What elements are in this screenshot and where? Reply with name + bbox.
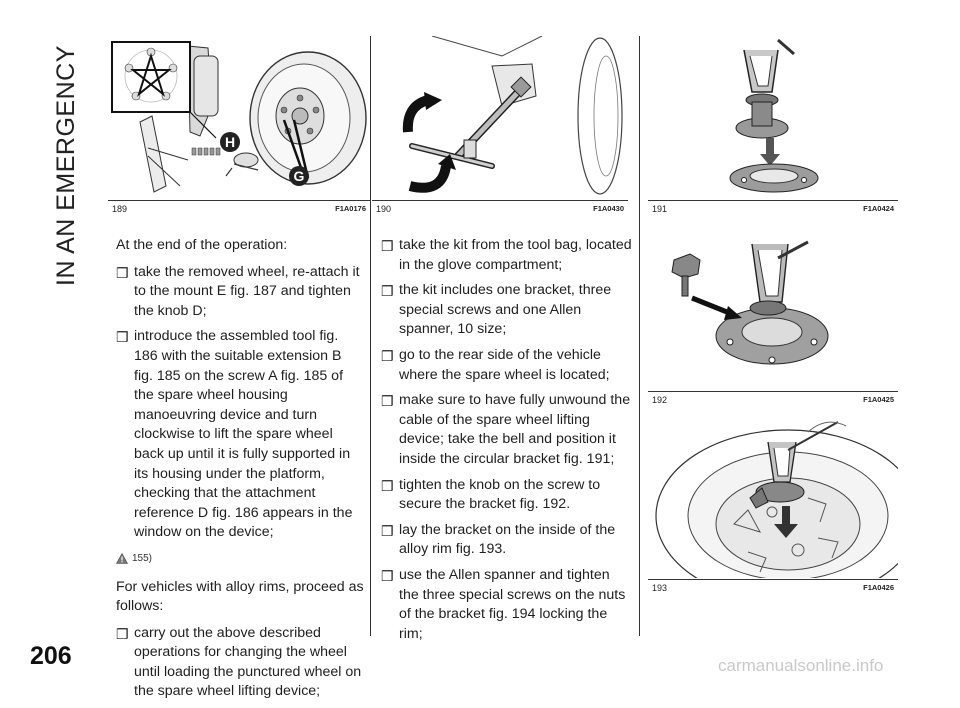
bullet-checkbox-icon: ❒ (116, 625, 129, 642)
figure-caption-189: 189 F1A0176 (108, 204, 370, 216)
bullet-checkbox-icon: ❒ (381, 238, 394, 254)
figure-label-H: H (225, 134, 235, 150)
figure-number: 190 (376, 204, 392, 214)
figure-192 (648, 218, 898, 390)
column-rule-1 (370, 36, 371, 636)
figure-rule-191 (648, 200, 898, 201)
bullet-checkbox-icon: ❒ (381, 283, 394, 300)
column-rule-2 (639, 36, 640, 636)
watermark: carmanualsonline.info (718, 656, 884, 675)
figure-caption-192: 192 F1A0425 (648, 395, 898, 407)
bullet-item: ❒take the kit from the tool bag, located… (381, 237, 632, 273)
figure-193 (648, 412, 898, 578)
figure-rule-190 (372, 200, 628, 201)
bullet-checkbox-icon: ❒ (116, 264, 129, 281)
page-number: 206 (30, 642, 72, 670)
bullet-item: ❒lay the bracket on the inside of the al… (381, 521, 616, 558)
bullet-checkbox-icon: ❒ (381, 477, 394, 494)
bullet-checkbox-icon: ❒ (381, 393, 394, 410)
warning-icon (116, 553, 128, 565)
figure-number: 189 (112, 204, 128, 214)
figure-189: H G (108, 36, 370, 200)
figure-code: F1A0426 (863, 583, 894, 592)
figure-code: F1A0424 (863, 204, 894, 213)
figure-rule-193 (648, 579, 898, 580)
figure-caption-193: 193 F1A0426 (648, 583, 898, 595)
figure-code: F1A0425 (863, 395, 894, 404)
bullet-item: ❒tighten the knob on the screw to secure… (381, 476, 601, 513)
figure-number: 191 (652, 204, 668, 214)
figure-191 (648, 36, 898, 200)
bullet-checkbox-icon: ❒ (381, 347, 394, 364)
figure-code: F1A0430 (593, 204, 624, 213)
figure-rule-189 (108, 200, 370, 201)
figure-code: F1A0176 (335, 204, 366, 213)
figure-number: 193 (652, 583, 668, 593)
bullet-item: ❒introduce the assembled tool fig. 186 w… (116, 328, 353, 541)
figure-rule-192 (648, 391, 898, 392)
bullet-item: ❒take the removed wheel, re-attach it to… (116, 263, 360, 319)
bullet-item: ❒carry out the above described operation… (116, 624, 362, 700)
figure-caption-191: 191 F1A0424 (648, 204, 898, 216)
bullet-item: ❒go to the rear side of the vehicle wher… (381, 346, 610, 383)
bullet-checkbox-icon: ❒ (381, 567, 394, 584)
bullet-item: ❒make sure to have fully unwound the cab… (381, 392, 631, 467)
figure-label-G: G (294, 168, 305, 184)
bullet-item: ❒the kit includes one bracket, three spe… (381, 282, 612, 338)
section-title: IN AN EMERGENCY (52, 45, 80, 286)
text-column-1: At the end of the operation: ❒take the r… (116, 236, 364, 708)
warning-reference: 155) (116, 549, 364, 569)
bullet-item: ❒use the Allen spanner and tighten the t… (381, 566, 626, 642)
text-column-2: ❒take the kit from the tool bag, located… (381, 236, 633, 650)
bullet-checkbox-icon: ❒ (116, 329, 129, 346)
figure-number: 192 (652, 395, 668, 405)
figure-caption-190: 190 F1A0430 (372, 204, 628, 216)
alloy-intro-paragraph: For vehicles with alloy rims, proceed as… (116, 578, 364, 615)
intro-paragraph: At the end of the operation: (116, 237, 288, 253)
figure-190 (372, 36, 628, 200)
bullet-checkbox-icon: ❒ (381, 522, 394, 539)
